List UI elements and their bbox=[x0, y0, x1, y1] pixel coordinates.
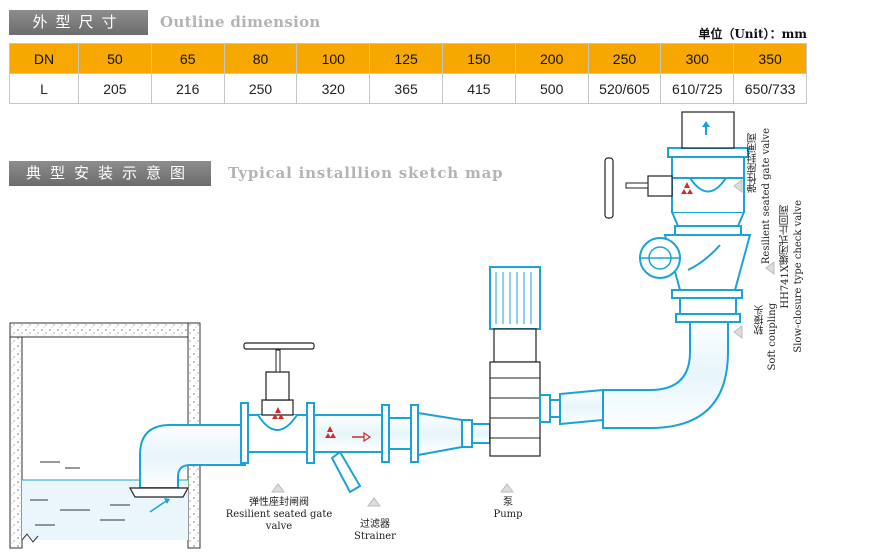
label-top-gate-en: Resilient seated gate valve bbox=[761, 128, 772, 265]
label-top-gate-cn: 弹性座封闸阀 bbox=[748, 133, 759, 193]
table-row-l: L 205 216 250 320 365 415 500 520/605 61… bbox=[9, 73, 807, 104]
label-strainer-en: Strainer bbox=[354, 531, 396, 542]
table-head-dn: DN bbox=[9, 43, 79, 74]
table-cell-dn: 350 bbox=[733, 43, 807, 74]
label-check-valve-cn: HH741X缓闭式止回阀 bbox=[780, 205, 791, 309]
label-check-valve-en: Slow-closure type check valve bbox=[793, 200, 804, 353]
table-cell-l: 365 bbox=[369, 73, 443, 104]
table-row-dn: DN 50 65 80 100 125 150 200 250 300 350 bbox=[9, 43, 807, 74]
table-cell-l: 216 bbox=[150, 73, 225, 104]
label-pump-en: Pump bbox=[493, 509, 523, 520]
strainer bbox=[313, 404, 390, 494]
table-cell-l: 250 bbox=[223, 73, 298, 104]
outlet-pipe bbox=[681, 111, 735, 149]
table-cell-dn: 50 bbox=[78, 43, 152, 74]
table-cell-l: 610/725 bbox=[660, 73, 735, 104]
table-cell-l: 520/605 bbox=[587, 73, 662, 104]
label-strainer: 过滤器 Strainer bbox=[345, 519, 405, 543]
label-gate-valve: 弹性座封闸阀 Resilient seated gate valve bbox=[214, 497, 344, 533]
pump bbox=[489, 266, 561, 457]
label-gate-valve-en: Resilient seated gate valve bbox=[225, 509, 333, 532]
gate-valve-outlet bbox=[604, 147, 749, 227]
section-sketch-banner: 典型安装示意图 bbox=[9, 161, 211, 186]
label-coupling-en: Soft coupling bbox=[767, 303, 778, 371]
table-cell-dn: 100 bbox=[296, 43, 371, 74]
section-sketch-title-en: Typical installlion sketch map bbox=[228, 164, 504, 182]
table-cell-l: 650/733 bbox=[733, 73, 807, 104]
label-strainer-cn: 过滤器 bbox=[360, 519, 390, 530]
table-cell-l: 500 bbox=[514, 73, 589, 104]
section-outline-title-en: Outline dimension bbox=[160, 13, 321, 31]
section-outline-banner: 外型尺寸 bbox=[9, 10, 148, 35]
check-valve bbox=[639, 225, 752, 299]
unit-note: 单位（Unit）：mm bbox=[698, 27, 807, 41]
table-cell-dn: 65 bbox=[150, 43, 225, 74]
discharge-pipe bbox=[559, 297, 741, 429]
pump-suction-line bbox=[388, 404, 491, 463]
table-cell-dn: 300 bbox=[660, 43, 735, 74]
table-cell-dn: 125 bbox=[369, 43, 443, 74]
callout-markers bbox=[271, 179, 775, 507]
table-cell-l: 205 bbox=[78, 73, 152, 104]
table-cell-l: 320 bbox=[296, 73, 371, 104]
table-cell-dn: 150 bbox=[441, 43, 516, 74]
suction-pipe bbox=[128, 424, 246, 513]
gate-valve-inlet bbox=[240, 342, 315, 464]
label-pump: 泵 Pump bbox=[486, 497, 530, 521]
label-coupling-cn: 软接头 bbox=[755, 305, 766, 335]
label-pump-cn: 泵 bbox=[503, 497, 513, 508]
table-head-l: L bbox=[9, 73, 79, 104]
label-gate-valve-cn: 弹性座封闸阀 bbox=[249, 497, 309, 508]
dimension-table: DN 50 65 80 100 125 150 200 250 300 350 … bbox=[9, 43, 807, 104]
